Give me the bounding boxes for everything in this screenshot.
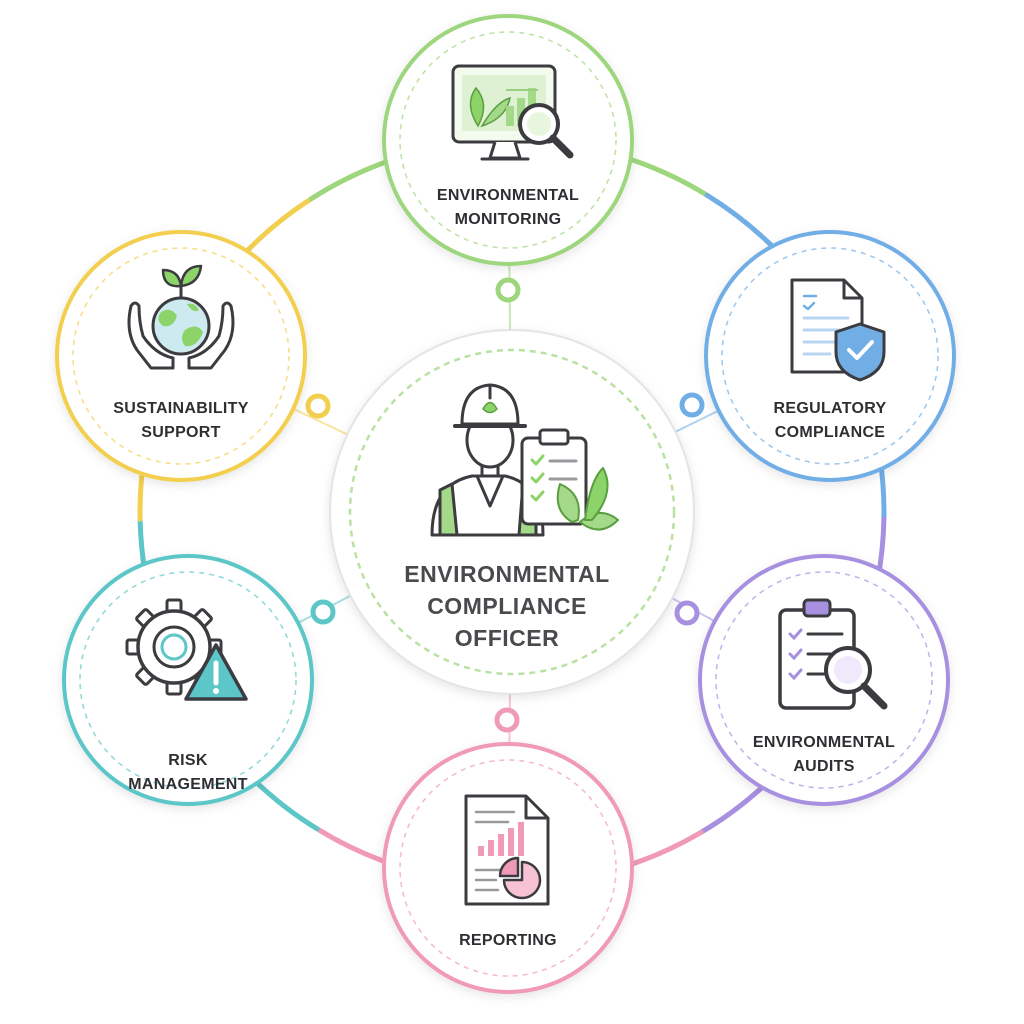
node-environmental-monitoring: ENVIRONMENTAL MONITORING — [382, 14, 634, 266]
connector-dot-risk-management — [310, 599, 336, 625]
center-title-line-3: OFFICER — [455, 625, 559, 651]
node-label-risk-management-line-2: MANAGEMENT — [128, 776, 247, 793]
node-label-sustainability-support-line-2: SUPPORT — [141, 424, 220, 441]
node-label-environmental-monitoring-line-1: ENVIRONMENTAL — [437, 187, 579, 204]
gear-warning-icon — [125, 598, 248, 701]
center-title-line-1: ENVIRONMENTAL — [404, 561, 609, 587]
officer-icon — [430, 383, 619, 537]
node-regulatory-compliance: REGULATORY COMPLIANCE — [704, 230, 956, 482]
node-inner-dashed-risk-management — [79, 571, 297, 789]
node-label-environmental-audits-line-2: AUDITS — [793, 758, 854, 775]
node-circle-sustainability-support — [55, 230, 307, 482]
ring-arc-0-0 — [619, 154, 710, 198]
node-inner-dashed-regulatory-compliance — [721, 247, 939, 465]
ring-arc-5-1 — [308, 156, 398, 202]
center-node: ENVIRONMENTAL COMPLIANCE OFFICER — [329, 329, 695, 695]
node-sustainability-support: SUSTAINABILITY SUPPORT — [55, 230, 307, 482]
node-label-risk-management-line-1: RISK — [168, 752, 208, 769]
node-environmental-audits: ENVIRONMENTAL AUDITS — [698, 554, 950, 806]
node-label-regulatory-compliance-line-2: COMPLIANCE — [775, 424, 886, 441]
monitor-magnifier-icon — [451, 64, 574, 161]
ring-arc-3-1 — [247, 773, 320, 832]
node-inner-dashed-sustainability-support — [72, 247, 290, 465]
node-inner-dashed-environmental-audits — [715, 571, 933, 789]
connector-dot-environmental-monitoring — [495, 277, 521, 303]
node-label-environmental-monitoring-line-2: MONITORING — [455, 211, 562, 228]
hands-globe-icon — [127, 264, 235, 370]
center-title-line-2: COMPLIANCE — [427, 593, 587, 619]
ring-arc-5-0 — [237, 196, 314, 261]
node-label-environmental-audits-line-1: ENVIRONMENTAL — [753, 734, 895, 751]
node-inner-dashed-environmental-monitoring — [399, 31, 617, 249]
document-shield-icon — [790, 278, 886, 382]
node-inner-dashed-reporting — [399, 759, 617, 977]
clipboard-magnifier-icon — [778, 598, 888, 710]
connector-dot-reporting — [494, 707, 520, 733]
node-label-reporting-line-1: REPORTING — [459, 932, 557, 949]
outer-nodes: ENVIRONMENTAL MONITORING REGULATORY COMPLI… — [55, 14, 956, 994]
node-label-sustainability-support-line-1: SUSTAINABILITY — [113, 400, 248, 417]
connector-dot-environmental-audits — [674, 600, 700, 626]
node-reporting: REPORTING — [382, 742, 634, 994]
node-risk-management: RISK MANAGEMENT — [62, 554, 314, 806]
node-label-regulatory-compliance-line-1: REGULATORY — [774, 400, 887, 417]
connector-dot-regulatory-compliance — [679, 392, 705, 418]
report-chart-icon — [464, 794, 550, 906]
ring-arc-0-1 — [704, 192, 783, 257]
connector-dot-sustainability-support — [305, 393, 331, 419]
